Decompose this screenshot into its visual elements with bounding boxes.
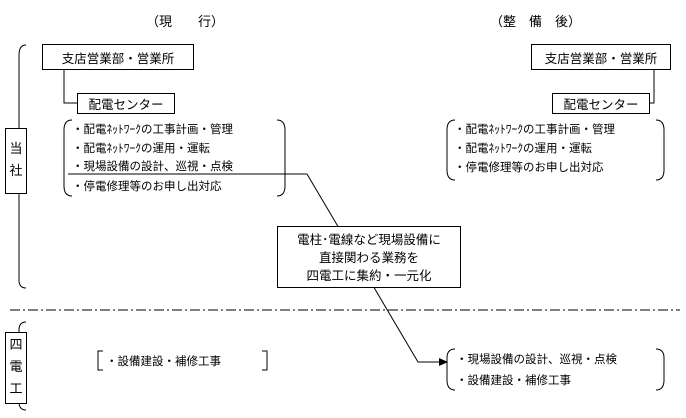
future-item-2: ・配電ﾈｯﾄﾜｰｸの運用・運転: [454, 141, 592, 155]
current-branch-box: 支店営業部・営業所: [42, 44, 194, 70]
side-label-yondenko: 四 電 工: [5, 332, 27, 404]
current-list-left-paren: [63, 119, 73, 197]
future-list-left-paren: [446, 119, 456, 181]
current-center-box: 配電センター: [77, 93, 175, 114]
future-center-box: 配電センター: [552, 93, 650, 114]
future-branch-box: 支店営業部・営業所: [531, 44, 671, 70]
current-item-2: ・配電ﾈｯﾄﾜｰｸの運用・運転: [72, 141, 210, 155]
side-label-yondenko-char-1: 四: [9, 338, 23, 353]
yondenko-future-right-paren: [655, 348, 665, 391]
side-label-yondenko-char-2: 電: [9, 360, 23, 375]
current-connector: [63, 69, 77, 104]
side-label-company-char-1: 当: [9, 142, 23, 157]
note-line-1: 電柱･電線など現場設備に: [297, 232, 441, 247]
yondenko-future-left-paren: [446, 348, 456, 391]
yondenko-future-item-1: ・現場設備の設計、巡視・点検: [456, 352, 617, 366]
future-item-3: ・停電修理等のお申し出対応: [454, 160, 604, 174]
note-line-2: 直接関わる業務を: [318, 250, 419, 265]
current-item-1: ・配電ﾈｯﾄﾜｰｸの工事計画・管理: [72, 122, 233, 136]
note-line-3: 四電工に集約・一元化: [306, 268, 432, 283]
side-label-company: 当 社: [5, 128, 27, 194]
future-item-1: ・配電ﾈｯﾄﾜｰｸの工事計画・管理: [454, 122, 615, 136]
consolidation-note: 電柱･電線など現場設備に 直接関わる業務を 四電工に集約・一元化: [277, 226, 461, 288]
yondenko-future-item-2: ・設備建設・補修工事: [456, 373, 571, 387]
side-label-yondenko-char-3: 工: [9, 382, 23, 397]
yondenko-current-right-bracket: [262, 350, 268, 371]
header-current: （現 行）: [146, 15, 225, 30]
current-item-3: ・現場設備の設計、巡視・点検: [72, 159, 233, 173]
yondenko-current-item-1: ・設備建設・補修工事: [106, 354, 221, 368]
side-label-company-char-2: 社: [9, 164, 23, 179]
transfer-arrowhead: [439, 358, 448, 366]
header-future: （整 備 後）: [490, 15, 582, 30]
current-item-4: ・停電修理等のお申し出対応: [72, 179, 222, 193]
yondenko-current-left-bracket: [97, 350, 103, 371]
current-list-right-paren: [276, 119, 286, 197]
future-list-right-paren: [655, 119, 665, 181]
